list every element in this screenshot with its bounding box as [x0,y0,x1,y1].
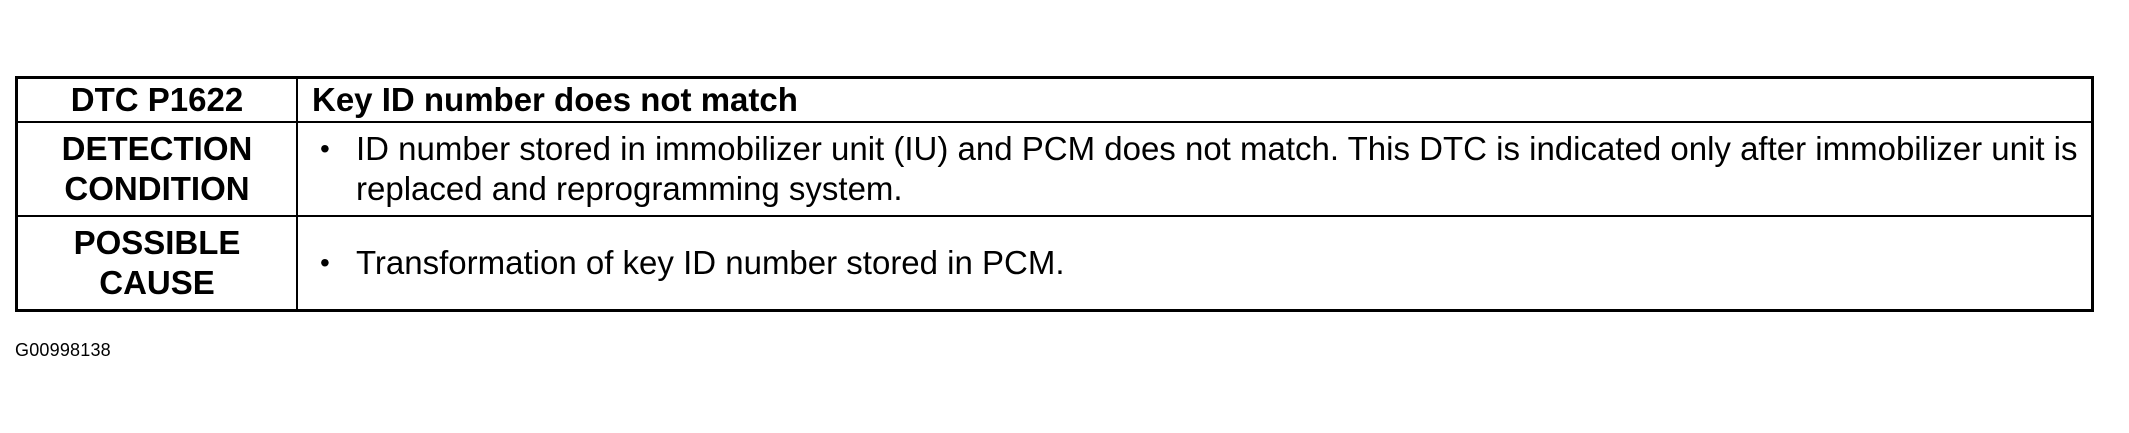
detection-bullet-icon: • [320,133,330,164]
possible-cause-label: POSSIBLE CAUSE [18,217,298,309]
possible-cause-label-text: POSSIBLE CAUSE [74,223,241,303]
dtc-code-text: DTC P1622 [70,81,244,118]
dtc-table: DTC P1622 Key ID number does not match D… [15,76,2094,312]
detection-condition-label-text: DETECTION CONDITION [62,129,253,209]
detection-label-line-1: DETECTION [61,130,253,167]
possible-cause-item: • Transformation of key ID number stored… [312,243,1065,283]
possible-cause-cell: • Transformation of key ID number stored… [298,217,2091,309]
possible-label-line-2: CAUSE [99,264,215,301]
detection-condition-item: • ID number stored in immobilizer unit (… [312,129,2091,209]
detection-label-line-2: CONDITION [64,170,250,207]
detection-condition-label: DETECTION CONDITION [18,123,298,217]
detection-condition-cell: • ID number stored in immobilizer unit (… [298,123,2091,217]
figure-code: G00998138 [15,340,111,360]
dtc-code-label: DTC P1622 [18,79,298,123]
dtc-description-cell: Key ID number does not match [298,79,2091,123]
possible-label-line-1: POSSIBLE [73,224,241,261]
possible-cause-bullet-icon: • [320,247,330,278]
detection-condition-text: ID number stored in immobilizer unit (IU… [356,130,2078,207]
dtc-description-text: Key ID number does not match [312,81,798,118]
possible-cause-text: Transformation of key ID number stored i… [356,244,1065,281]
